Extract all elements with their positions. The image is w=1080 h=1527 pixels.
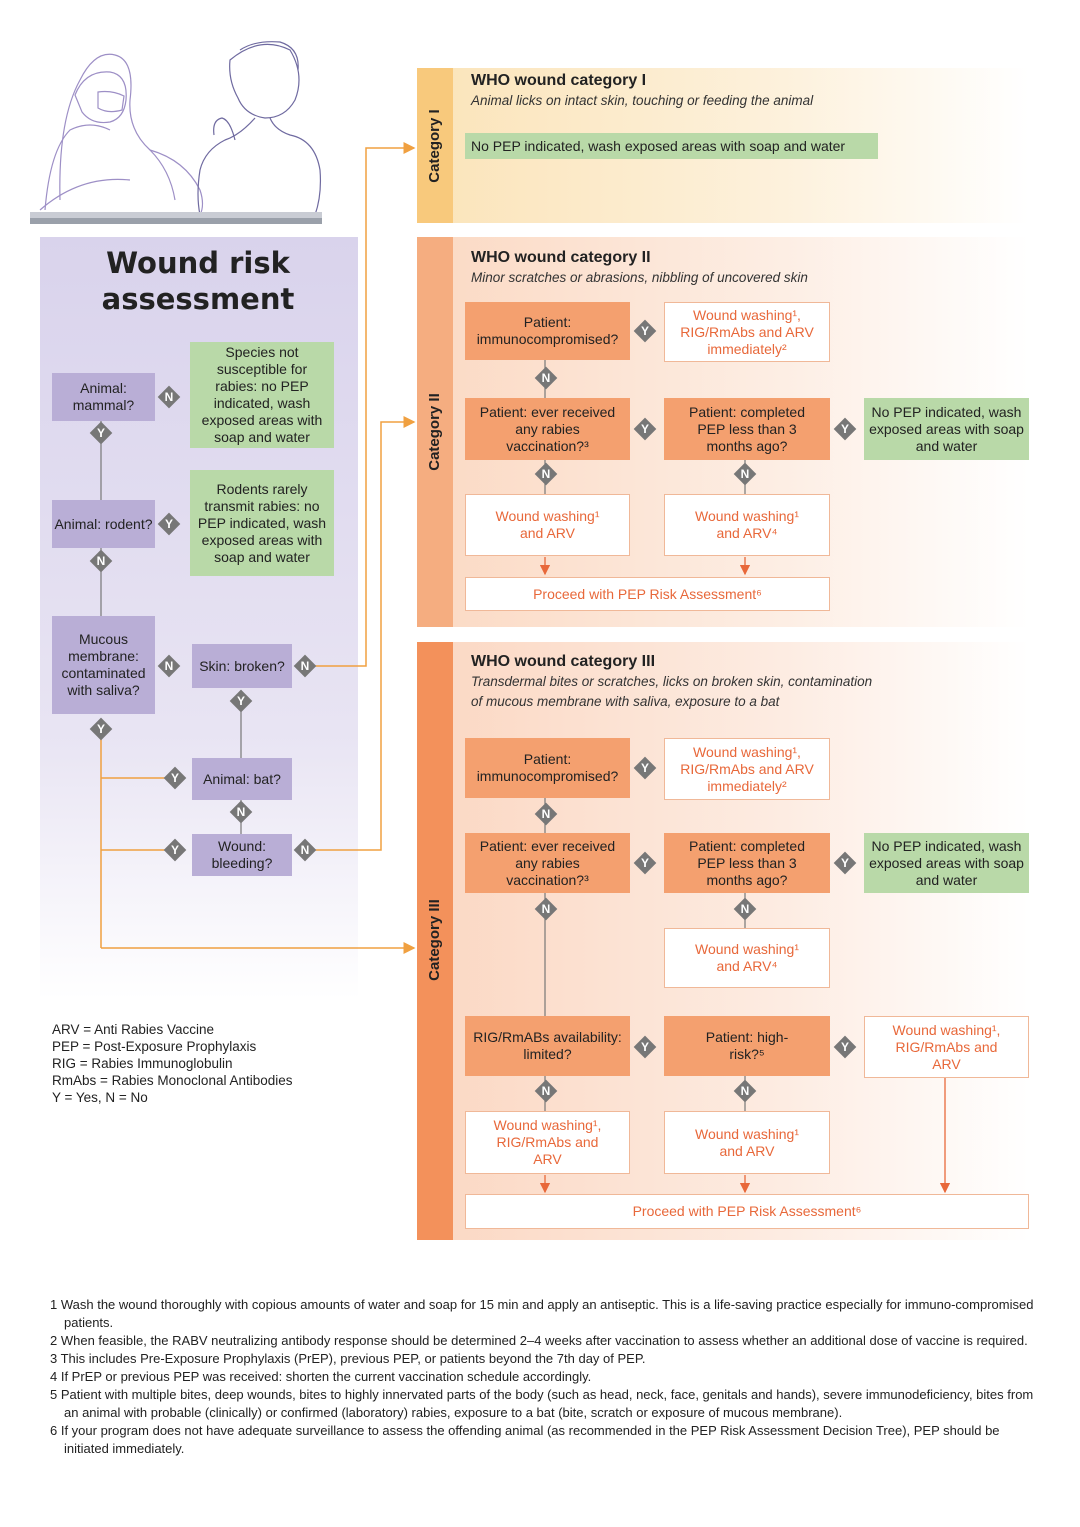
cat2-outcome-rig-immediately: Wound washing¹, RIG/RmAbs and ARV immedi… (664, 302, 830, 362)
yes-badge: Y (89, 421, 113, 445)
yes-badge: Y (157, 512, 181, 536)
cat3-outcome-wash-arv-4: Wound washing¹ and ARV⁴ (664, 928, 830, 988)
cat3-question-high-risk: Patient: high-risk?⁵ (664, 1016, 830, 1076)
cat2-outcome-no-pep: No PEP indicated, wash exposed areas wit… (864, 398, 1029, 460)
legend-item: ARV = Anti Rabies Vaccine (52, 1022, 214, 1037)
footnote: 3 This includes Pre-Exposure Prophylaxis… (50, 1351, 646, 1366)
footnote: 4 If PrEP or previous PEP was received: … (50, 1369, 592, 1384)
category-1-subtitle: Animal licks on intact skin, touching or… (471, 93, 814, 108)
footnote: 2 When feasible, the RABV neutralizing a… (50, 1333, 1028, 1348)
cat2-outcome-wash-arv-4: Wound washing¹ and ARV⁴ (664, 494, 830, 556)
legend-item: RmAbs = Rabies Monoclonal Antibodies (52, 1073, 293, 1088)
yes-badge: Y (833, 1035, 857, 1059)
wound-risk-title: Wound risk assessment (60, 245, 336, 317)
no-badge: N (157, 385, 181, 409)
no-badge: N (534, 1079, 558, 1103)
outcome-species-not-susceptible: Species not susceptible for rabies: no P… (190, 342, 334, 448)
yes-badge: Y (633, 1035, 657, 1059)
footnote: 5 Patient with multiple bites, deep woun… (50, 1387, 1034, 1420)
question-animal-bat: Animal: bat? (192, 758, 292, 800)
yes-badge: Y (89, 717, 113, 741)
category-1-title: WHO wound category I (471, 72, 647, 89)
no-badge: N (534, 802, 558, 826)
cat2-proceed-pep-risk: Proceed with PEP Risk Assessment⁶ (465, 577, 830, 611)
category-2-title: WHO wound category II (471, 249, 651, 266)
yes-badge: Y (229, 689, 253, 713)
category-3-label: Category III (426, 899, 443, 981)
yes-badge: Y (633, 756, 657, 780)
no-badge: N (733, 897, 757, 921)
no-badge: N (293, 654, 317, 678)
category-2-label: Category II (426, 393, 443, 471)
category-3-subtitle-2: of mucous membrane with saliva, exposure… (471, 694, 780, 709)
footnote: 6 If your program does not have adequate… (50, 1423, 1000, 1456)
cat2-question-vaccination: Patient: ever received any rabies vaccin… (465, 398, 630, 460)
no-badge: N (229, 800, 253, 824)
cat3-question-immunocompromised: Patient: immunocompromised? (465, 738, 630, 798)
question-mucous-membrane: Mucous membrane: contaminated with saliv… (52, 616, 155, 714)
no-badge: N (733, 462, 757, 486)
no-badge: N (293, 838, 317, 862)
title-line-1: Wound risk (106, 246, 290, 280)
legend: ARV = Anti Rabies Vaccine PEP = Post-Exp… (52, 1021, 293, 1106)
category-3-subtitle-1: Transdermal bites or scratches, licks on… (471, 674, 873, 689)
category-3-strip (417, 642, 453, 1240)
cat2-question-completed-pep: Patient: completed PEP less than 3 month… (664, 398, 830, 460)
question-skin-broken: Skin: broken? (192, 644, 292, 688)
cat3-question-vaccination: Patient: ever received any rabies vaccin… (465, 833, 630, 893)
no-badge: N (733, 1079, 757, 1103)
question-wound-bleeding: Wound: bleeding? (192, 834, 292, 876)
cat3-question-rig-availability: RIG/RmABs availability: limited? (465, 1016, 630, 1076)
category-3-title: WHO wound category III (471, 653, 656, 670)
no-badge: N (89, 549, 113, 573)
legend-item: RIG = Rabies Immunoglobulin (52, 1056, 233, 1071)
question-animal-rodent: Animal: rodent? (52, 500, 155, 548)
yes-badge: Y (633, 319, 657, 343)
outcome-rodents-rarely: Rodents rarely transmit rabies: no PEP i… (190, 470, 334, 576)
legend-item: Y = Yes, N = No (52, 1090, 148, 1105)
yes-badge: Y (163, 838, 187, 862)
no-badge: N (534, 366, 558, 390)
cat3-proceed-pep-risk: Proceed with PEP Risk Assessment⁶ (465, 1194, 1029, 1229)
cat3-outcome-rig-immediately: Wound washing¹, RIG/RmAbs and ARV immedi… (664, 738, 830, 800)
yes-badge: Y (833, 417, 857, 441)
legend-item: PEP = Post-Exposure Prophylaxis (52, 1039, 257, 1054)
category-2-subtitle: Minor scratches or abrasions, nibbling o… (471, 270, 808, 285)
cat3-outcome-wash-rig-arv-right: Wound washing¹, RIG/RmAbs and ARV (864, 1016, 1029, 1078)
category-1-label: Category I (426, 109, 443, 183)
question-animal-mammal: Animal: mammal? (52, 373, 155, 421)
yes-badge: Y (833, 851, 857, 875)
no-badge: N (534, 897, 558, 921)
category-1-strip (417, 68, 453, 223)
no-badge: N (534, 462, 558, 486)
yes-badge: Y (163, 766, 187, 790)
category-2-strip (417, 237, 453, 627)
yes-badge: Y (633, 851, 657, 875)
footnote: 1 Wash the wound thoroughly with copious… (50, 1297, 1034, 1330)
cat3-outcome-wash-rig-arv-left: Wound washing¹, RIG/RmAbs and ARV (465, 1111, 630, 1174)
yes-badge: Y (633, 417, 657, 441)
cat3-question-completed-pep: Patient: completed PEP less than 3 month… (664, 833, 830, 893)
cat2-outcome-wash-arv: Wound washing¹ and ARV (465, 494, 630, 556)
title-line-2: assessment (101, 282, 295, 316)
category-1-outcome: No PEP indicated, wash exposed areas wit… (465, 133, 878, 159)
cat3-outcome-wash-arv: Wound washing¹ and ARV (664, 1111, 830, 1174)
cat2-question-immunocompromised: Patient: immunocompromised? (465, 302, 630, 360)
no-badge: N (157, 654, 181, 678)
footnotes: 1 Wash the wound thoroughly with copious… (50, 1296, 1040, 1458)
cat3-outcome-no-pep: No PEP indicated, wash exposed areas wit… (864, 833, 1029, 893)
